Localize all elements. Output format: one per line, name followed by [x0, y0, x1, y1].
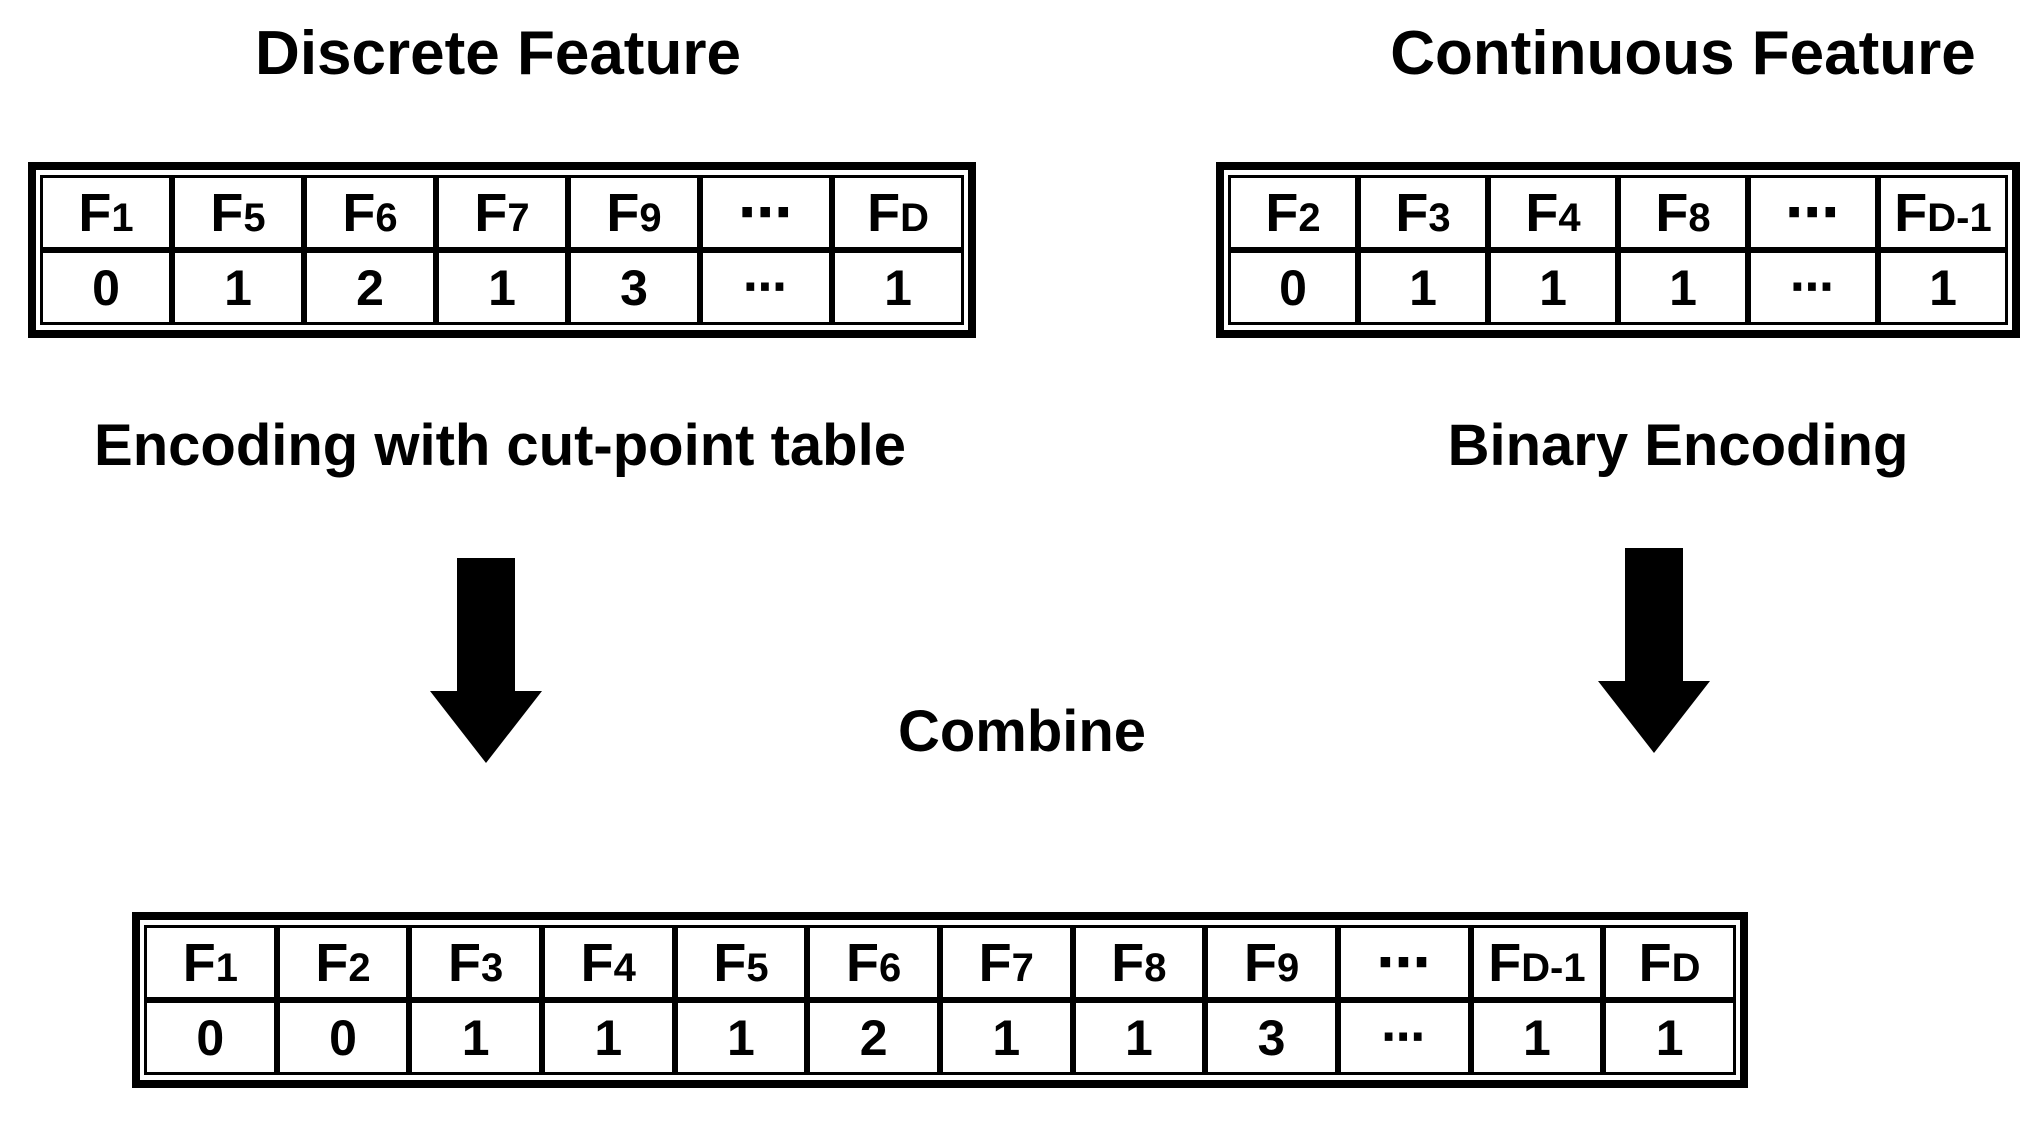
feature-header-cell: F8 [1072, 925, 1206, 1000]
feature-header-cell: F4 [1488, 175, 1618, 250]
feature-header-cell: F5 [674, 925, 808, 1000]
feature-header-cell: F3 [1358, 175, 1488, 250]
combine-label: Combine [897, 699, 1147, 764]
feature-value-cell: 1 [674, 1000, 808, 1075]
feature-value-cell: 2 [304, 250, 436, 325]
feature-value-cell: 0 [276, 1000, 410, 1075]
feature-value-cell: 1 [1488, 250, 1618, 325]
feature-header-cell: F9 [568, 175, 700, 250]
down-arrow-icon [1598, 548, 1710, 753]
feature-header-cell: FD-1 [1470, 925, 1604, 1000]
feature-header-cell: F6 [807, 925, 940, 1000]
feature-value-cell: 1 [436, 250, 568, 325]
feature-header-cell: ⋯ [1748, 175, 1878, 250]
feature-value-cell: 1 [1358, 250, 1488, 325]
feature-value-cell: 1 [1470, 1000, 1604, 1075]
feature-header-cell: F2 [1228, 175, 1358, 250]
continuous-feature-title: Continuous Feature [1390, 19, 1976, 88]
binary-encoding-label: Binary Encoding [1447, 413, 1909, 478]
feature-value-cell: 1 [939, 1000, 1073, 1075]
feature-value-cell: 3 [568, 250, 700, 325]
feature-value-cell: 1 [1878, 250, 2008, 325]
feature-value-cell: 0 [40, 250, 172, 325]
feature-header-cell: F6 [304, 175, 436, 250]
down-arrow-icon [430, 558, 542, 763]
feature-value-cell: ⋯ [700, 250, 832, 325]
feature-header-cell: F9 [1205, 925, 1338, 1000]
feature-header-cell: F2 [276, 925, 410, 1000]
feature-header-cell: F3 [409, 925, 542, 1000]
discrete-feature-title: Discrete Feature [255, 19, 741, 88]
feature-value-cell: 0 [144, 1000, 277, 1075]
feature-header-cell: F5 [172, 175, 304, 250]
feature-header-cell: F8 [1618, 175, 1748, 250]
feature-value-cell: 1 [1072, 1000, 1206, 1075]
feature-header-cell: FD [832, 175, 964, 250]
feature-value-cell: 0 [1228, 250, 1358, 325]
feature-header-cell: F7 [939, 925, 1073, 1000]
feature-header-cell: ⋯ [700, 175, 832, 250]
feature-header-cell: F7 [436, 175, 568, 250]
feature-value-cell: 1 [409, 1000, 542, 1075]
feature-header-cell: F1 [40, 175, 172, 250]
feature-value-cell: ⋯ [1337, 1000, 1471, 1075]
cut-point-encoding-label: Encoding with cut-point table [94, 413, 906, 478]
feature-value-cell: 1 [832, 250, 964, 325]
feature-value-cell: 1 [172, 250, 304, 325]
feature-value-cell: ⋯ [1748, 250, 1878, 325]
feature-value-cell: 3 [1205, 1000, 1338, 1075]
feature-header-cell: FD [1603, 925, 1736, 1000]
feature-header-cell: F4 [541, 925, 675, 1000]
feature-value-cell: 1 [1618, 250, 1748, 325]
feature-header-cell: FD-1 [1878, 175, 2008, 250]
feature-value-cell: 1 [1603, 1000, 1736, 1075]
feature-header-cell: F1 [144, 925, 277, 1000]
feature-value-cell: 2 [807, 1000, 940, 1075]
feature-value-cell: 1 [541, 1000, 675, 1075]
feature-header-cell: ⋯ [1337, 925, 1471, 1000]
